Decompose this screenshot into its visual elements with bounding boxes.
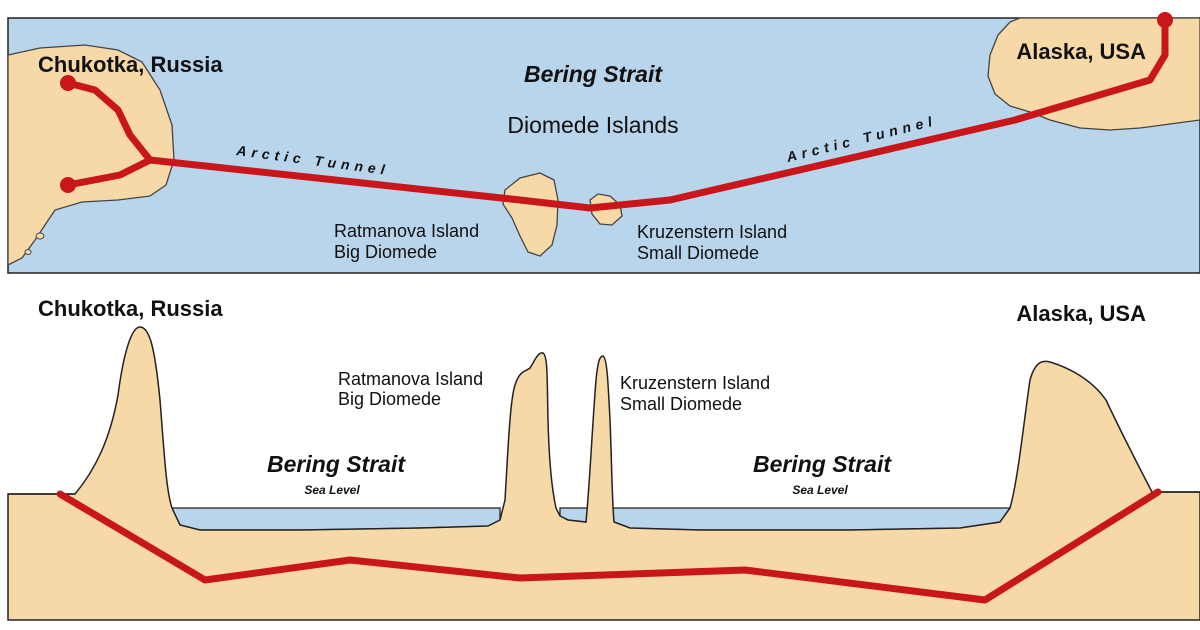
profile-strait-right-label: Bering Strait [753, 451, 892, 477]
map-tunnel-route [146, 16, 1169, 212]
profile-left-region-label: Chukotka, Russia [38, 296, 223, 321]
chukotka-landmass [7, 44, 175, 267]
big-diomede-island [502, 172, 559, 257]
profile-view: Chukotka, Russia Alaska, USA Ratmanova I… [7, 274, 1200, 621]
map-tunnel-branch-lower [64, 156, 154, 189]
map-big-island-name: Ratmanova Island [334, 221, 479, 241]
coastal-islet [35, 232, 45, 240]
map-endpoint [60, 177, 76, 193]
profile-land-cross-section [7, 326, 1200, 621]
map-strait-title: Bering Strait [524, 61, 663, 87]
map-tunnel-branch-upper [64, 79, 154, 164]
alaska-landmass [987, 17, 1200, 131]
map-small-island-name: Kruzenstern Island [637, 222, 787, 242]
profile-small-island-alt: Small Diomede [620, 394, 742, 414]
profile-strait-right-sea-level: Sea Level [792, 483, 848, 497]
profile-water-right [611, 507, 1012, 531]
map-left-region-label: Chukotka, Russia [38, 52, 223, 77]
profile-small-island-name: Kruzenstern Island [620, 373, 770, 393]
map-islands-title: Diomede Islands [507, 112, 678, 138]
map-big-island-alt: Big Diomede [334, 242, 437, 262]
map-endpoint [1157, 12, 1173, 28]
profile-right-region-label: Alaska, USA [1016, 301, 1146, 326]
profile-big-island-name: Ratmanova Island [338, 369, 483, 389]
map-endpoint [60, 75, 76, 91]
profile-strait-left-label: Bering Strait [267, 451, 406, 477]
coastal-islet [24, 249, 32, 255]
profile-big-island-alt: Big Diomede [338, 389, 441, 409]
map-small-island-alt: Small Diomede [637, 243, 759, 263]
map-right-region-label: Alaska, USA [1016, 39, 1146, 64]
profile-tunnel-route [56, 488, 1162, 604]
map-view: Chukotka, Russia Alaska, USA Bering Stra… [7, 12, 1200, 274]
profile-strait-left-sea-level: Sea Level [304, 483, 360, 497]
